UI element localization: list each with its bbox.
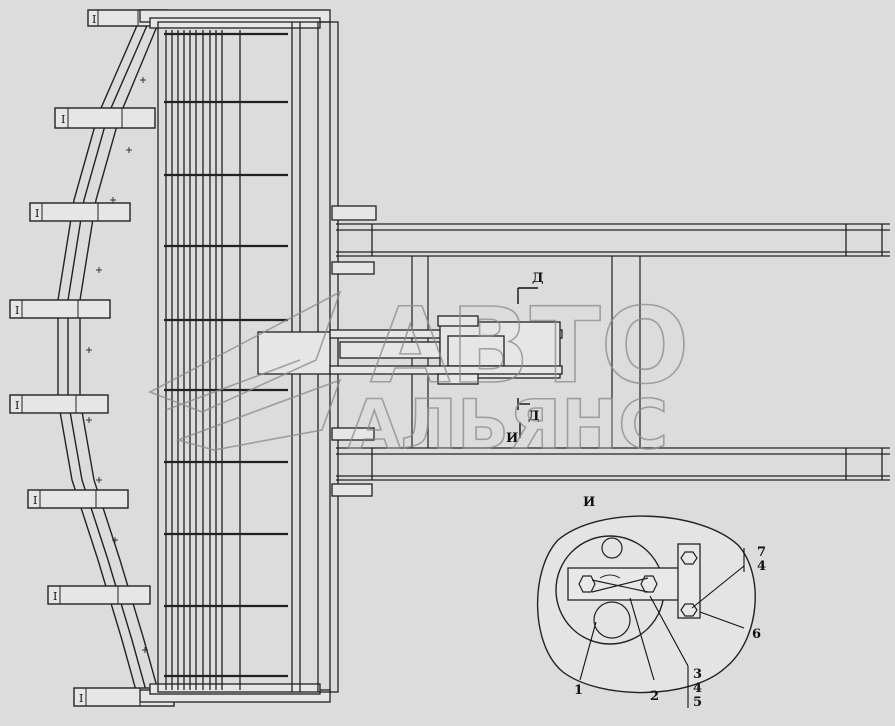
watermark-line2: АЛЬЯНС <box>348 386 668 465</box>
detail-clamp <box>677 543 701 619</box>
tine-mark: I <box>92 13 96 26</box>
tine-brackets <box>9 9 175 707</box>
detail-lower-hole <box>593 601 631 639</box>
callout-4-alt: 4 <box>757 559 766 574</box>
main-frame-verticals <box>157 21 339 693</box>
callout-5: 5 <box>693 695 702 710</box>
watermark-line1: АВТО <box>370 285 689 407</box>
tine-mark: I <box>53 590 57 603</box>
section-mark-i: И <box>506 422 521 446</box>
top-cap <box>139 9 331 703</box>
label-d-top: Д <box>532 271 544 286</box>
section-mark-d-lower: Д <box>517 398 540 424</box>
callout-1: 1 <box>574 683 583 698</box>
watermark-logo-icon <box>148 290 342 451</box>
tine-mark: I <box>33 494 37 507</box>
detail-title: И <box>583 495 595 510</box>
mount-plates <box>257 205 377 497</box>
section-mark-d-top: Д <box>517 271 544 304</box>
callout-3: 3 <box>693 667 702 682</box>
hydraulic-cylinder <box>329 315 563 385</box>
label-d-lower: Д <box>528 409 540 424</box>
callout-leaders <box>579 548 745 708</box>
tine-bracket-dividers <box>21 10 141 706</box>
detail-view-i: И 1 2 3 4 5 6 7 4 <box>536 495 766 710</box>
hex-nut-icon <box>680 551 698 565</box>
detail-wire-tie <box>591 577 649 593</box>
label-i-mark: И <box>506 431 518 446</box>
callout-4: 4 <box>693 681 702 696</box>
tine-mark: I <box>15 399 19 412</box>
callout-7: 7 <box>757 545 766 560</box>
tine-mark: I <box>79 692 83 705</box>
tine-mark: I <box>15 304 19 317</box>
watermark: АВТО АЛЬЯНС <box>148 284 690 466</box>
hex-nut-icon <box>680 603 698 617</box>
hex-bolt-icon <box>578 575 596 593</box>
tine-mark: I <box>35 207 39 220</box>
hex-bolt-icon <box>640 575 658 593</box>
detail-outline <box>536 515 756 694</box>
drawbar-rails <box>336 223 890 481</box>
cross-ties <box>164 32 288 678</box>
tine-mark: I <box>61 113 65 126</box>
tine-mark-labels: I I I I I I I I <box>15 13 96 705</box>
callout-2: 2 <box>650 689 659 704</box>
detail-upper-hole <box>601 537 623 559</box>
callout-6: 6 <box>752 627 761 642</box>
